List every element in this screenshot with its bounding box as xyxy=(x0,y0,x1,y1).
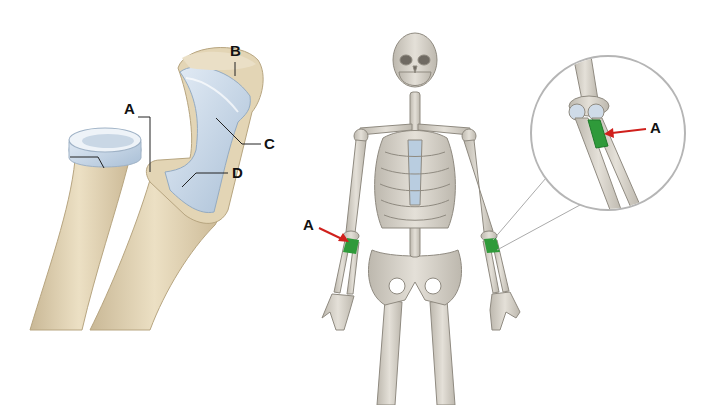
zoom-line xyxy=(493,178,546,240)
callout-letter: B xyxy=(230,43,241,59)
callout-letter: A xyxy=(124,101,135,117)
zoom-line xyxy=(497,205,580,250)
elbow-zoom xyxy=(569,50,640,215)
callout-letter: D xyxy=(232,165,243,181)
highlight xyxy=(484,238,500,253)
ulna-bone xyxy=(90,48,263,330)
skeleton xyxy=(322,33,520,405)
callout-letter: A xyxy=(303,217,314,233)
pointer-arrow xyxy=(319,128,646,242)
leader-lines xyxy=(70,62,261,187)
callout-letter: C xyxy=(264,136,275,152)
callout-letter: A xyxy=(650,120,661,136)
